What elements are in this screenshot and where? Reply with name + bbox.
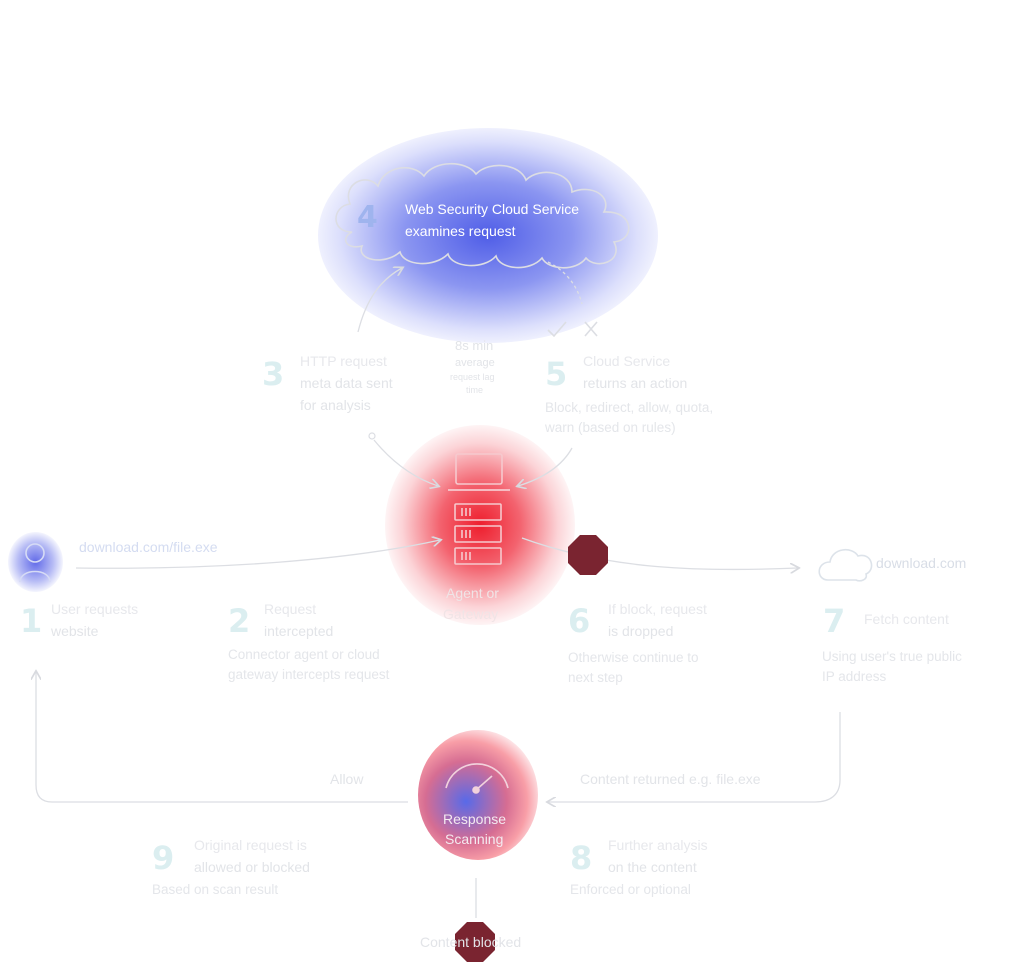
step-3-title-line3: for analysis: [300, 397, 371, 413]
step-7-sub-line2: IP address: [822, 669, 887, 684]
step-2-sub-line2: gateway intercepts request: [228, 667, 390, 682]
step-number-6: 6: [568, 602, 591, 640]
step-5-title-line1: Cloud Service: [583, 353, 671, 369]
cloud-title-line2: examines request: [405, 223, 516, 239]
step-number-1: 1: [20, 602, 43, 640]
step-9-sub: Based on scan result: [152, 882, 279, 897]
step-8-title-line1: Further analysis: [608, 837, 708, 853]
step-number-3: 3: [262, 355, 285, 393]
step-9-title-line2: allowed or blocked: [194, 859, 310, 875]
gauge-icon: [445, 763, 509, 794]
user-icon: [19, 543, 51, 583]
step-1-title-line2: website: [51, 623, 99, 639]
step-3-title-line1: HTTP request: [300, 353, 387, 369]
step-number-2: 2: [228, 602, 251, 640]
response-label-line1: Response: [443, 811, 507, 827]
step-9-title-line1: Original request is: [194, 837, 307, 853]
step-2-title-line1: Request: [264, 601, 317, 617]
step-7-sub-line1: Using user's true public: [822, 649, 962, 664]
step-8-sub: Enforced or optional: [570, 882, 691, 897]
step-2-sub-line1: Connector agent or cloud: [228, 647, 380, 662]
stop-sign-icon: [455, 922, 495, 962]
lag-note-line3: request lag: [450, 372, 495, 382]
step-5-title-line2: returns an action: [583, 375, 688, 391]
step-number-8: 8: [570, 839, 593, 877]
response-label-line2: Scanning: [445, 831, 504, 847]
step-number-4: 4: [357, 200, 378, 235]
cloud-outline: [335, 163, 630, 269]
step-6-sub-line2: next step: [568, 670, 623, 685]
step-number-7: 7: [823, 602, 846, 640]
step-5-sub-line1: Block, redirect, allow, quota,: [545, 400, 714, 415]
step-6-title-line1: If block, request: [608, 601, 707, 617]
step-6-sub-line1: Otherwise continue to: [568, 650, 699, 665]
check-icon: [547, 321, 567, 338]
url-label: download.com/file.exe: [79, 539, 218, 555]
lag-note-line1: 8s min: [455, 338, 494, 353]
step-1-title-line1: User requests: [51, 601, 139, 617]
stop-sign-icon: [568, 535, 608, 575]
step-3-title-line2: meta data sent: [300, 375, 393, 391]
step-7-title: Fetch content: [864, 611, 949, 627]
step-8-title-line2: on the content: [608, 859, 697, 875]
x-icon: [584, 321, 598, 337]
content-returned-label: Content returned e.g. file.exe: [580, 771, 761, 787]
lag-note-line2: average: [455, 357, 495, 369]
step-2-title-line2: intercepted: [264, 623, 334, 639]
step-number-9: 9: [152, 839, 175, 877]
step-6-title-line2: is dropped: [608, 623, 674, 639]
laptop-icon: [448, 453, 510, 491]
cloud-icon: [818, 549, 873, 582]
step-5-sub-line2: warn (based on rules): [545, 420, 676, 435]
server-icon: [454, 503, 502, 565]
content-blocked-label: Content blocked: [420, 934, 522, 950]
cloud-title-line1: Web Security Cloud Service: [405, 201, 580, 217]
agent-label-line1: Agent or: [446, 585, 499, 601]
allow-label: Allow: [330, 771, 364, 787]
destination-label: download.com: [876, 555, 967, 571]
agent-label-line2: Gateway: [443, 606, 499, 622]
lag-note-line4: time: [466, 385, 484, 395]
step-number-5: 5: [545, 355, 568, 393]
